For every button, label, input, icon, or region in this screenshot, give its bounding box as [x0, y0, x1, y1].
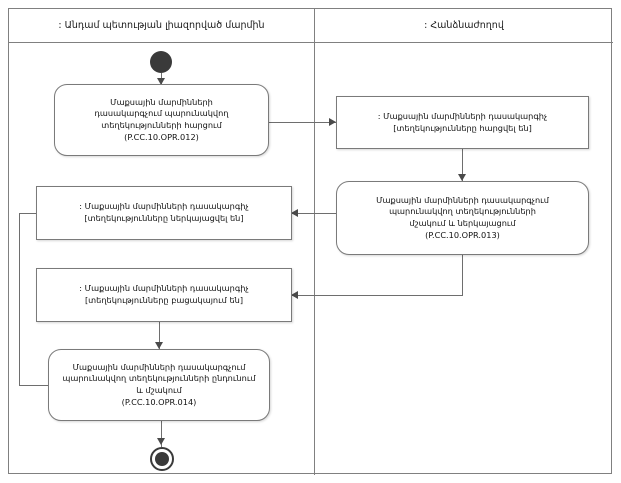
action-node-opr-012-label: Մաքսային մարմինների դասակարգչում պարունա… [94, 96, 229, 142]
swimlane-header-left: : Անդամ պետության լիազորված մարմին [58, 20, 265, 31]
object-state-presented[interactable]: : Մաքսային մարմինների դասակարգիչ [տեղեկո… [36, 186, 292, 240]
final-node [150, 447, 174, 471]
edge-opr013-to-state-presented [292, 213, 336, 214]
action-node-opr-014[interactable]: Մաքսային մարմինների դասակարգչում պարունա… [48, 349, 270, 421]
action-node-opr-013-label: Մաքսային մարմինների դասակարգչում պարունա… [376, 194, 549, 240]
edge-opr014-to-final-arrowhead [157, 438, 165, 445]
initial-node [150, 51, 172, 73]
action-node-opr-013[interactable]: Մաքսային մարմինների դասակարգչում պարունա… [336, 181, 589, 255]
edge-opr013-to-state-absent-arrowhead [291, 291, 298, 299]
swimlane-header-divider [9, 42, 613, 43]
edge-opr013-to-state-absent-horizontal [292, 295, 463, 296]
edge-state-absent-to-opr014 [159, 322, 160, 349]
edge-opr012-to-state-requested-arrowhead [329, 118, 336, 126]
object-state-presented-label: : Մաքսային մարմինների դասակարգիչ [տեղեկո… [79, 201, 249, 223]
action-node-opr-014-label: Մաքսային մարմինների դասակարգչում պարունա… [62, 361, 256, 407]
edge-state-requested-to-opr013-arrowhead [458, 174, 466, 181]
edge-opr013-to-state-presented-arrowhead [291, 209, 298, 217]
object-state-absent[interactable]: : Մաքսային մարմինների դասակարգիչ [տեղեկո… [36, 268, 292, 322]
edge-opr014-to-final [161, 421, 162, 447]
swimlane-vertical-divider [314, 9, 315, 475]
edge-opr013-to-state-absent-vertical [462, 255, 463, 296]
object-state-requested-label: : Մաքսային մարմինների դասակարգիչ [տեղեկո… [377, 110, 548, 133]
edge-state-requested-to-opr013 [462, 149, 463, 181]
edge-state-presented-loop-top [19, 213, 36, 214]
object-state-absent-label: : Մաքսային մարմինների դասակարգիչ [տեղեկո… [79, 283, 249, 305]
edge-initial-to-opr012-arrowhead [157, 78, 165, 85]
object-state-requested[interactable]: : Մաքսային մարմինների դասակարգիչ [տեղեկո… [336, 96, 589, 149]
swimlane-header-right: : Հանձնաժողով [424, 20, 504, 31]
edge-state-absent-to-opr014-arrowhead [155, 342, 163, 349]
edge-opr012-to-state-requested [269, 122, 336, 123]
edge-state-presented-loop-left [19, 213, 20, 385]
action-node-opr-012[interactable]: Մաքսային մարմինների դասակարգչում պարունա… [54, 84, 269, 156]
